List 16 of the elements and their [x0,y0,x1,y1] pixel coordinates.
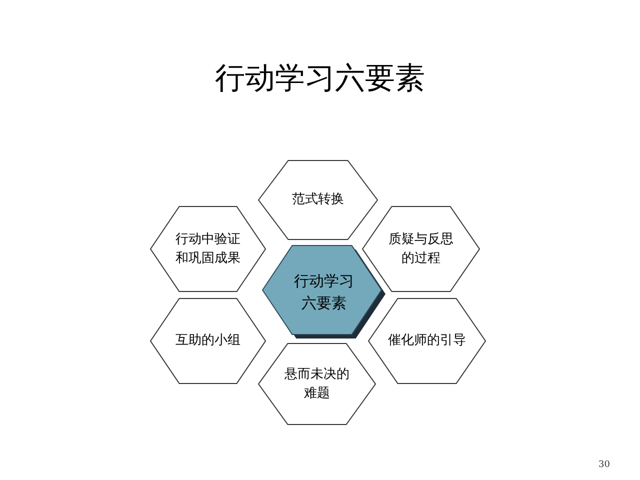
page-number: 30 [598,460,610,470]
hexagon-label: 悬而未决的难题 [284,366,350,403]
hexagon-label: 催化师的引导 [387,332,467,350]
hexagon [150,298,266,384]
hexagon [258,160,378,240]
hexagon-label: 行动中验证和巩固成果 [176,230,240,268]
hexagon [262,245,386,339]
hexagon [258,343,376,425]
hexagon [362,206,480,292]
hexagon-label: 质疑与反思的过程 [388,230,454,268]
hexagon-label: 范式转换 [291,191,345,210]
title: 行动学习六要素 [215,60,425,98]
hexagon [150,206,266,292]
hexagon-label: 行动学习六要素 [294,270,354,314]
hexagon [368,298,486,384]
hexagon-label: 互助的小组 [174,332,242,350]
